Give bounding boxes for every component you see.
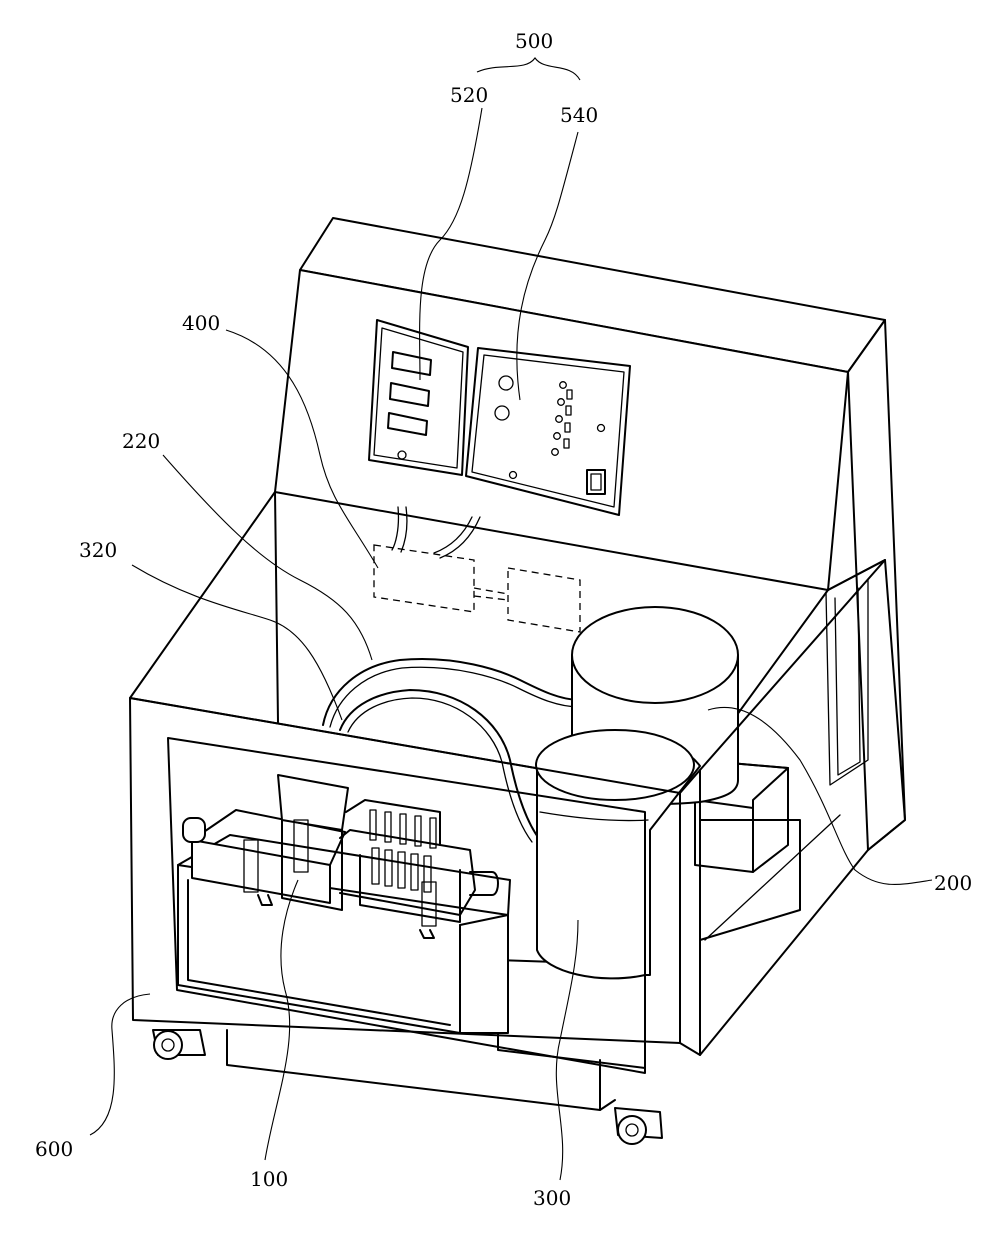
hidden-controllers-400: [374, 545, 580, 632]
wheel-right: [615, 1108, 662, 1144]
brace-500: [477, 58, 580, 80]
label-500: 500: [515, 29, 553, 53]
leader-600: [90, 994, 150, 1135]
leader-320: [132, 565, 342, 720]
label-200: 200: [934, 871, 972, 895]
tank-300: [498, 730, 700, 1068]
tray-100: [178, 775, 510, 1033]
wheel-left: [153, 1030, 205, 1059]
label-300: 300: [533, 1186, 571, 1210]
label-320: 320: [79, 538, 117, 562]
label-220: 220: [122, 429, 160, 453]
label-520: 520: [450, 83, 488, 107]
label-100: 100: [250, 1167, 288, 1191]
label-600: 600: [35, 1137, 73, 1161]
label-400: 400: [182, 311, 220, 335]
label-540: 540: [560, 103, 598, 127]
